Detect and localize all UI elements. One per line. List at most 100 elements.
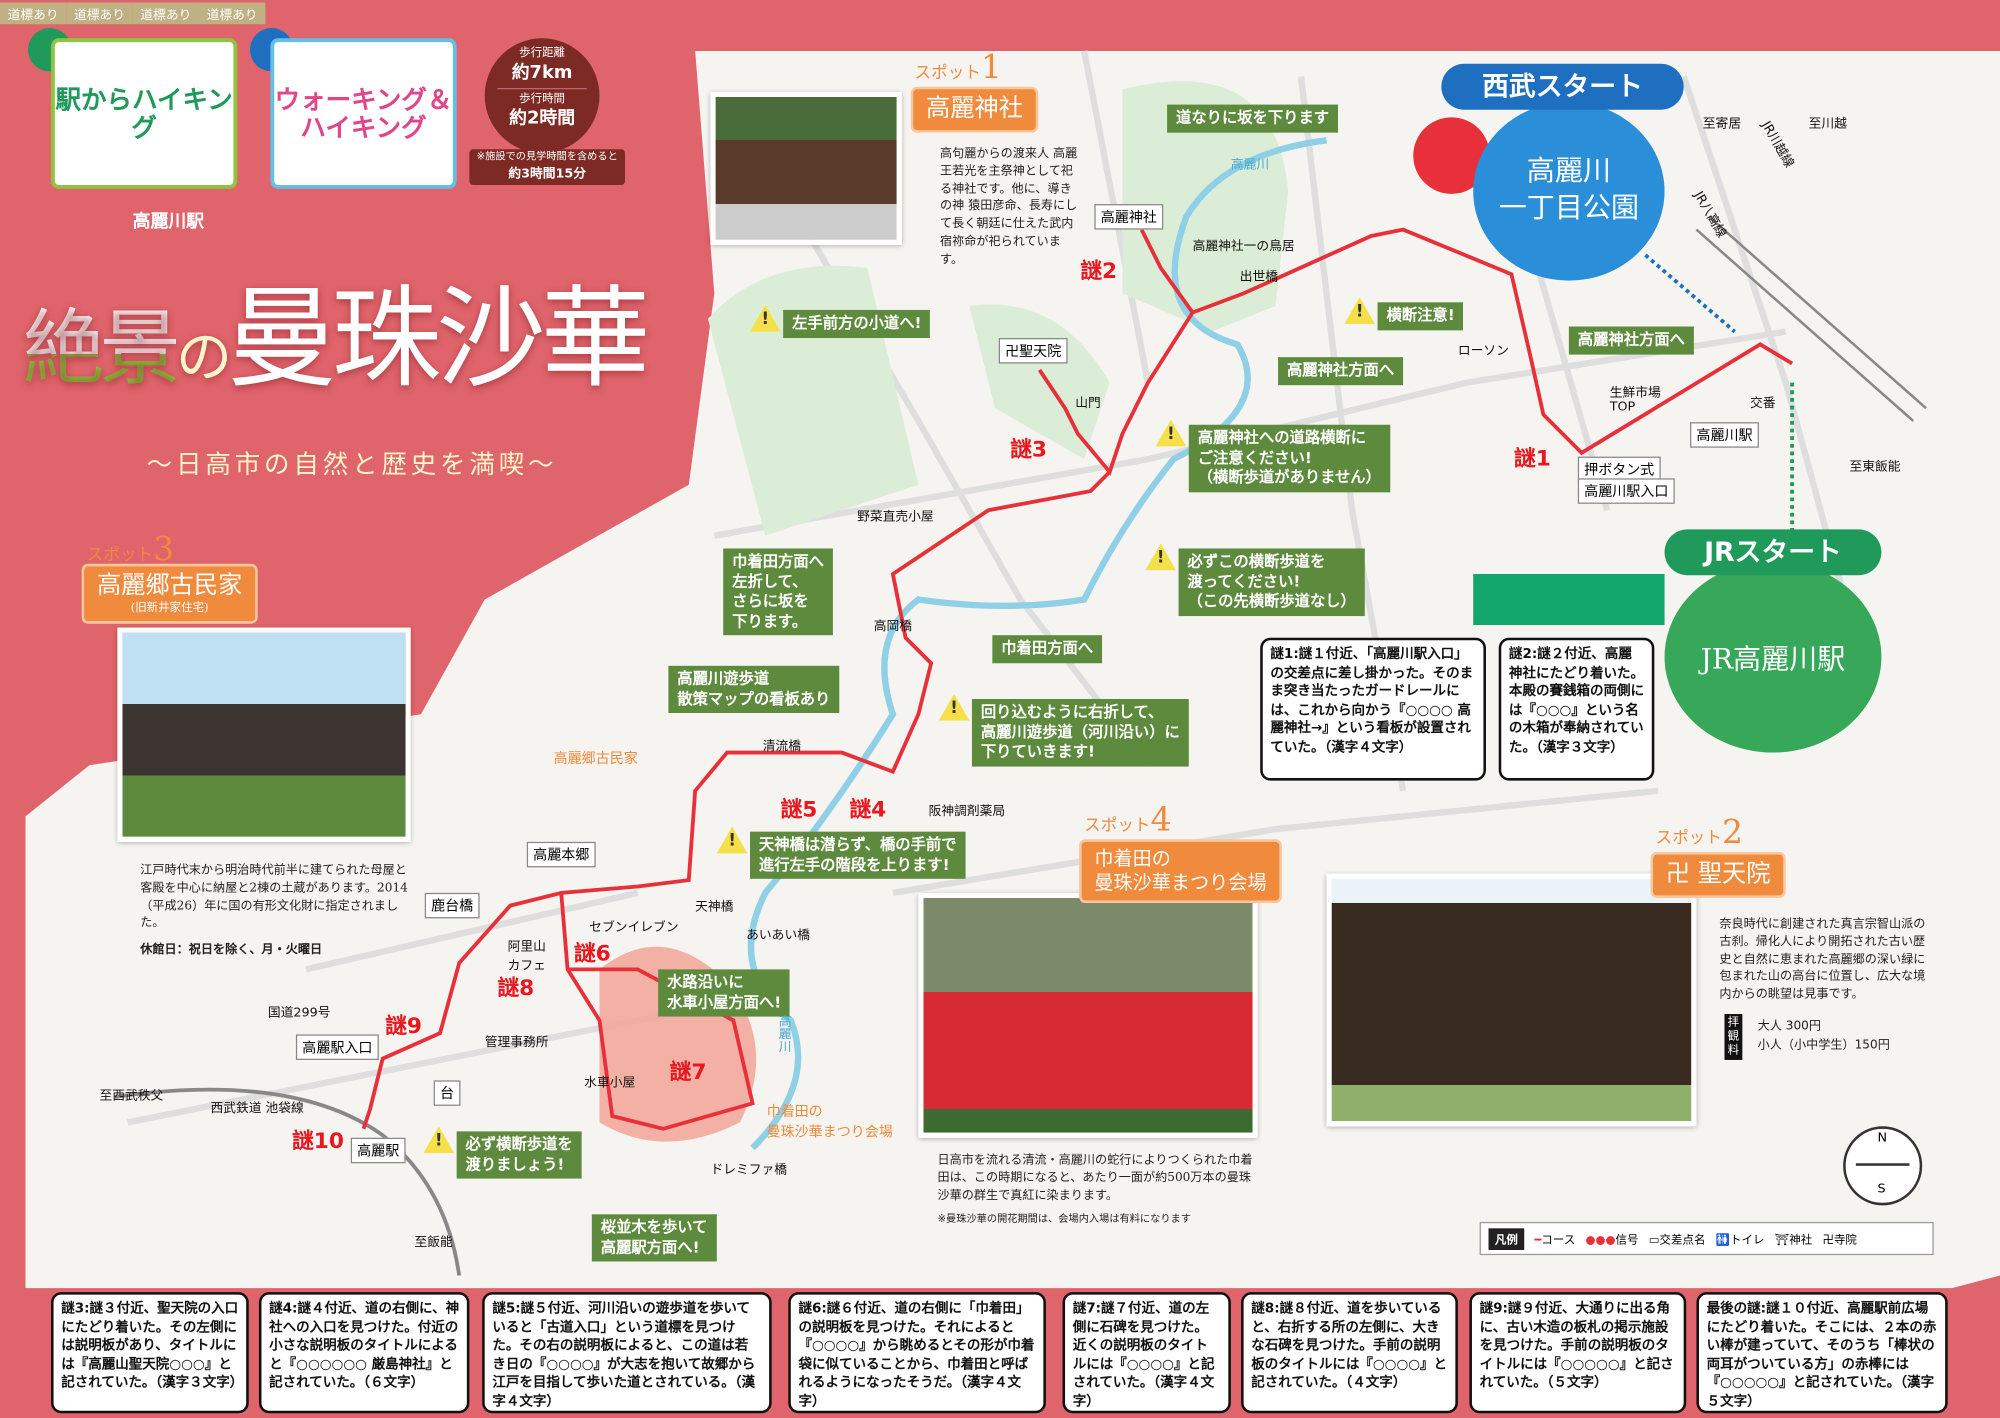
spot1-label: 高麗神社 [913,89,1036,130]
walk-info-note: ※施設での見学時間を含めると 約3時間15分 [469,149,625,185]
spot-tag-text: スポット [1655,829,1722,849]
jr-start-place: JR高麗川駅 [1664,561,1882,753]
intersection-label: 巾着田の 曼珠沙華まつり会場 [766,1103,893,1141]
spot-tag-text: スポット [914,63,981,83]
warning-icon: ! [1344,297,1375,324]
map-label: 清流橋 [762,739,802,754]
compass-needle [1855,1163,1910,1166]
intersection-label: 高麗川駅入口 [1577,478,1675,504]
time-label: 歩行時間 [519,93,566,106]
callout-9: 巾着田方面へ [992,635,1103,663]
riddle-marker-4: 謎4 [849,797,887,823]
callout-15: 桜並木を歩いて 高麗駅方面へ! [591,1214,717,1262]
seibu-railway [114,1087,462,1276]
map-label: 国道299号 [267,1006,331,1021]
temple-icon: 卍 [1822,1234,1834,1247]
callout-7: 左手前方の小道へ! [783,309,931,338]
compass-north: N [1877,1131,1888,1146]
callout-8: 巾着田方面へ 左折して、 さらに坂を 下ります。 [723,548,833,636]
spot3-sub: (旧新井家住宅) [130,601,209,615]
spot-number: 1 [980,48,1002,87]
warning-icon: ! [1155,419,1187,447]
riddle-box-3: 謎3:謎３付近、聖天院の入口にたどり着いた。その左側には説明板があり、タイトルに… [51,1292,249,1414]
warning-icon: ! [423,1126,455,1154]
warning-icon: ! [1145,543,1177,571]
waypost-sign: 道標あり [0,2,67,25]
map-label: セブンイレブン [589,920,679,935]
spot1-tag: スポット1 [915,48,1002,86]
riddle-box-1: 謎1:謎１付近、「高麗川駅入口」の交差点に差し掛かった。そのまま突き当たったガー… [1260,637,1486,781]
exclamation: ! [728,831,736,851]
spot3-desc: 江戸時代末から明治時代前半に建てられた母屋と客殿を中心に納屋と2棟の土蔵がありま… [140,863,408,931]
jr-banner [1473,573,1665,625]
riddle-marker-10: 謎10 [292,1128,344,1155]
riddle-marker-5: 謎5 [780,797,818,823]
warning-icon: ! [716,826,748,854]
subtitle: ～日高市の自然と歴史を満喫～ [146,448,558,480]
walking-hiking-logo: ウォーキング＆ハイキング [270,38,457,189]
map-label: 高麗川 [1230,158,1270,173]
map-label: 至飯能 [414,1235,453,1250]
compass-south: S [1877,1182,1886,1197]
legend-signal: ●●●信号 [1585,1230,1638,1247]
title-part2: の [176,325,232,391]
spot-number: 3 [153,530,175,569]
intersection-label: 高麗駅入口 [295,1034,379,1060]
waypost-sign: 道標あり [66,2,133,25]
exclamation: ! [761,309,770,330]
spot3-name: 高麗郷古民家 [96,571,243,600]
walking-route [361,227,1794,1131]
legend: 凡例 ━コース ●●●信号 ▭交差点名 🚻トイレ ⛩神社 卍寺院 [1479,1221,1934,1256]
toilet-icon: 🚻 [1715,1234,1731,1247]
callout-13: 水路沿いに 水車小屋方面へ! [658,969,791,1017]
riddle-box-9: 謎9:謎９付近、大通りに出る角に、古い木造の板札の掲示施設を見つけた。手前の説明… [1469,1292,1687,1414]
spot3-tag: スポット3 [87,531,174,569]
spot3-closed: 休館日：祝日を除く、月・火曜日 [140,942,323,957]
note-text: ※施設での見学時間を含めると [476,150,618,162]
riddle-box-2: 謎2:謎２付近、高麗神社にたどり着いた。本殿の賽銭箱の両側には『○○○』という名… [1498,637,1655,781]
jr-railway [1695,215,1927,422]
spot-tag-text: スポット [86,545,154,566]
riddle-box-5: 謎5:謎５付近、河川沿いの遊歩道を歩いていると「古道入口」という道標を見つけた。… [482,1292,772,1414]
legend-toilet-label: トイレ [1730,1234,1765,1247]
spot2-label: 卍 聖天院 [1653,854,1784,896]
distance-label: 歩行距離 [519,47,566,60]
map-label: 出世橋 [1239,270,1279,285]
kinchakuda-photo [918,892,1258,1138]
fee-child: 小人（小中学生）150円 [1757,1038,1890,1053]
walk-info-circle: 歩行距離 約7km 歩行時間 約2時間 [484,38,600,154]
callout-4: 高麗神社方面へ [1278,357,1404,385]
kominka-photo [117,627,411,842]
riddle-marker-9: 謎9 [385,1014,422,1040]
page-title: 絶景の曼珠沙華 [23,249,651,408]
map-label: ローソン [1457,344,1509,359]
intersection-label: 高麗郷古民家 [553,749,638,767]
map-label: 生鮮市場 TOP [1609,386,1661,415]
map-label: 交番 [1749,396,1776,411]
spot4-note: ※曼珠沙華の開花期間は、会場内入場は有料になります [937,1213,1191,1225]
spot-number: 4 [1150,801,1172,840]
callout-14: 必ず横断歩道を 渡りましょう! [456,1131,582,1179]
map-label: 天神橋 [695,900,734,915]
map-label: 高麗川 [775,1014,790,1053]
legend-course: ━コース [1534,1230,1575,1247]
map-label: 山門 [1075,396,1101,411]
legend-shrine-label: 神社 [1789,1234,1813,1247]
course-line-icon: ━ [1534,1234,1542,1247]
legend-toilet: 🚻トイレ [1716,1230,1765,1247]
exclamation: ! [950,698,958,719]
waypost-sign: 道標あり [198,2,266,25]
map-label: 水車小屋 [584,1076,636,1091]
station-tag: 高麗川駅 [132,211,205,233]
distance-value: 約7km [511,62,573,84]
map-label: 高麗神社一の鳥居 [1192,239,1295,254]
spot-tag-text: スポット [1084,816,1151,836]
callout-3: 高麗神社方面へ [1568,326,1694,355]
note-time: 約3時間15分 [508,167,587,182]
legend-shrine: ⛩神社 [1775,1230,1813,1247]
spot4-label: 巾着田の 曼珠沙華まつり会場 [1081,841,1280,900]
koma-shrine-photo [710,91,902,245]
divider [497,88,587,90]
intersection-label: 高麗神社 [1094,204,1164,230]
